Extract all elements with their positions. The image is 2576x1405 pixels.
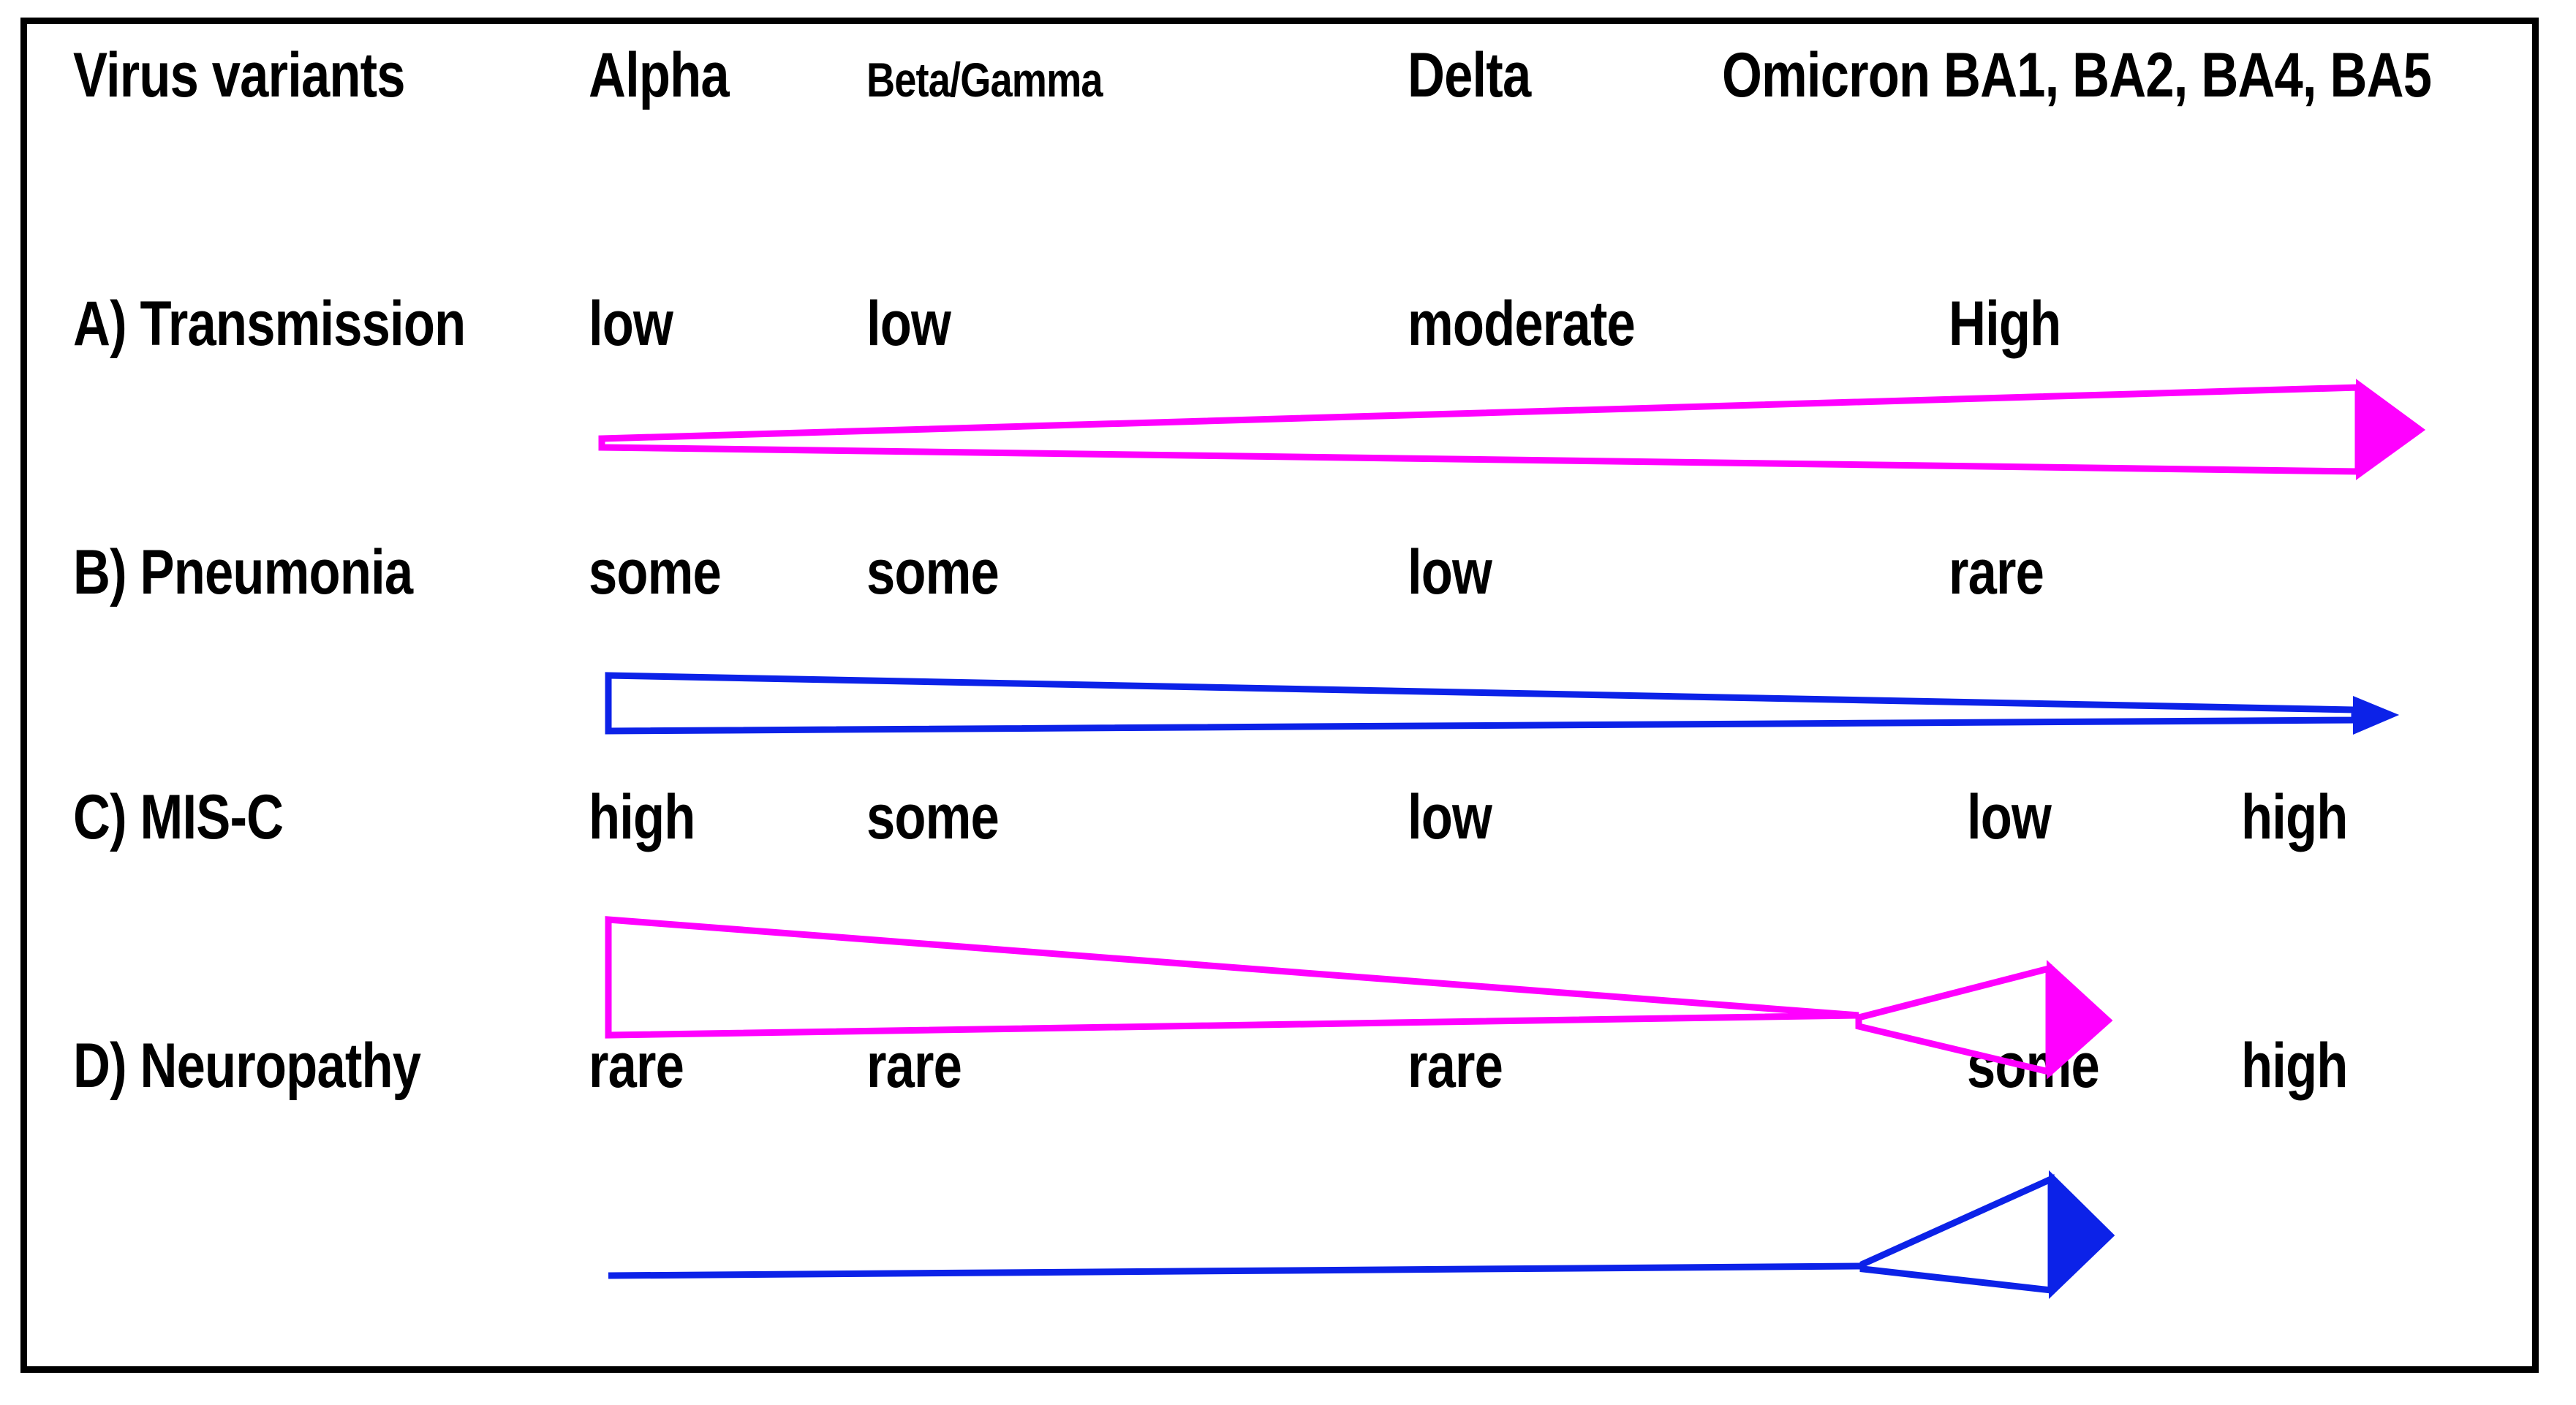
cell-transmission-beta-gamma: low	[866, 289, 951, 359]
cell-neuropathy-beta-gamma: rare	[866, 1031, 962, 1101]
header-variant-omicron: Omicron BA1, BA2, BA4, BA5	[1722, 40, 2432, 110]
header-variant-delta: Delta	[1408, 40, 1531, 110]
row-label-pneumonia: B) Pneumonia	[73, 537, 413, 607]
cell-neuropathy-alpha: rare	[589, 1031, 684, 1101]
cell-pneumonia-beta-gamma: some	[866, 537, 1000, 607]
cell-pneumonia-delta: low	[1408, 537, 1492, 607]
header-variant-alpha: Alpha	[589, 40, 730, 110]
cell-mis-c-omicron-early: low	[1967, 782, 2052, 852]
header-row-title: Virus variants	[73, 40, 406, 110]
cell-mis-c-omicron-late: high	[2241, 782, 2348, 852]
cell-pneumonia-alpha: some	[589, 537, 722, 607]
row-label-transmission: A) Transmission	[73, 289, 466, 359]
figure-frame	[20, 18, 2539, 1373]
cell-pneumonia-omicron: rare	[1949, 537, 2044, 607]
cell-neuropathy-omicron-early: some	[1967, 1031, 2100, 1101]
cell-mis-c-beta-gamma: some	[866, 782, 1000, 852]
cell-transmission-omicron: High	[1949, 289, 2061, 359]
header-variant-beta-gamma: Beta/Gamma	[866, 53, 1103, 107]
row-label-mis-c: C) MIS-C	[73, 782, 284, 852]
cell-mis-c-alpha: high	[589, 782, 695, 852]
row-label-neuropathy: D) Neuropathy	[73, 1031, 421, 1101]
cell-transmission-delta: moderate	[1408, 289, 1636, 359]
cell-neuropathy-delta: rare	[1408, 1031, 1503, 1101]
cell-mis-c-delta: low	[1408, 782, 1492, 852]
cell-neuropathy-omicron-late: high	[2241, 1031, 2348, 1101]
cell-transmission-alpha: low	[589, 289, 673, 359]
